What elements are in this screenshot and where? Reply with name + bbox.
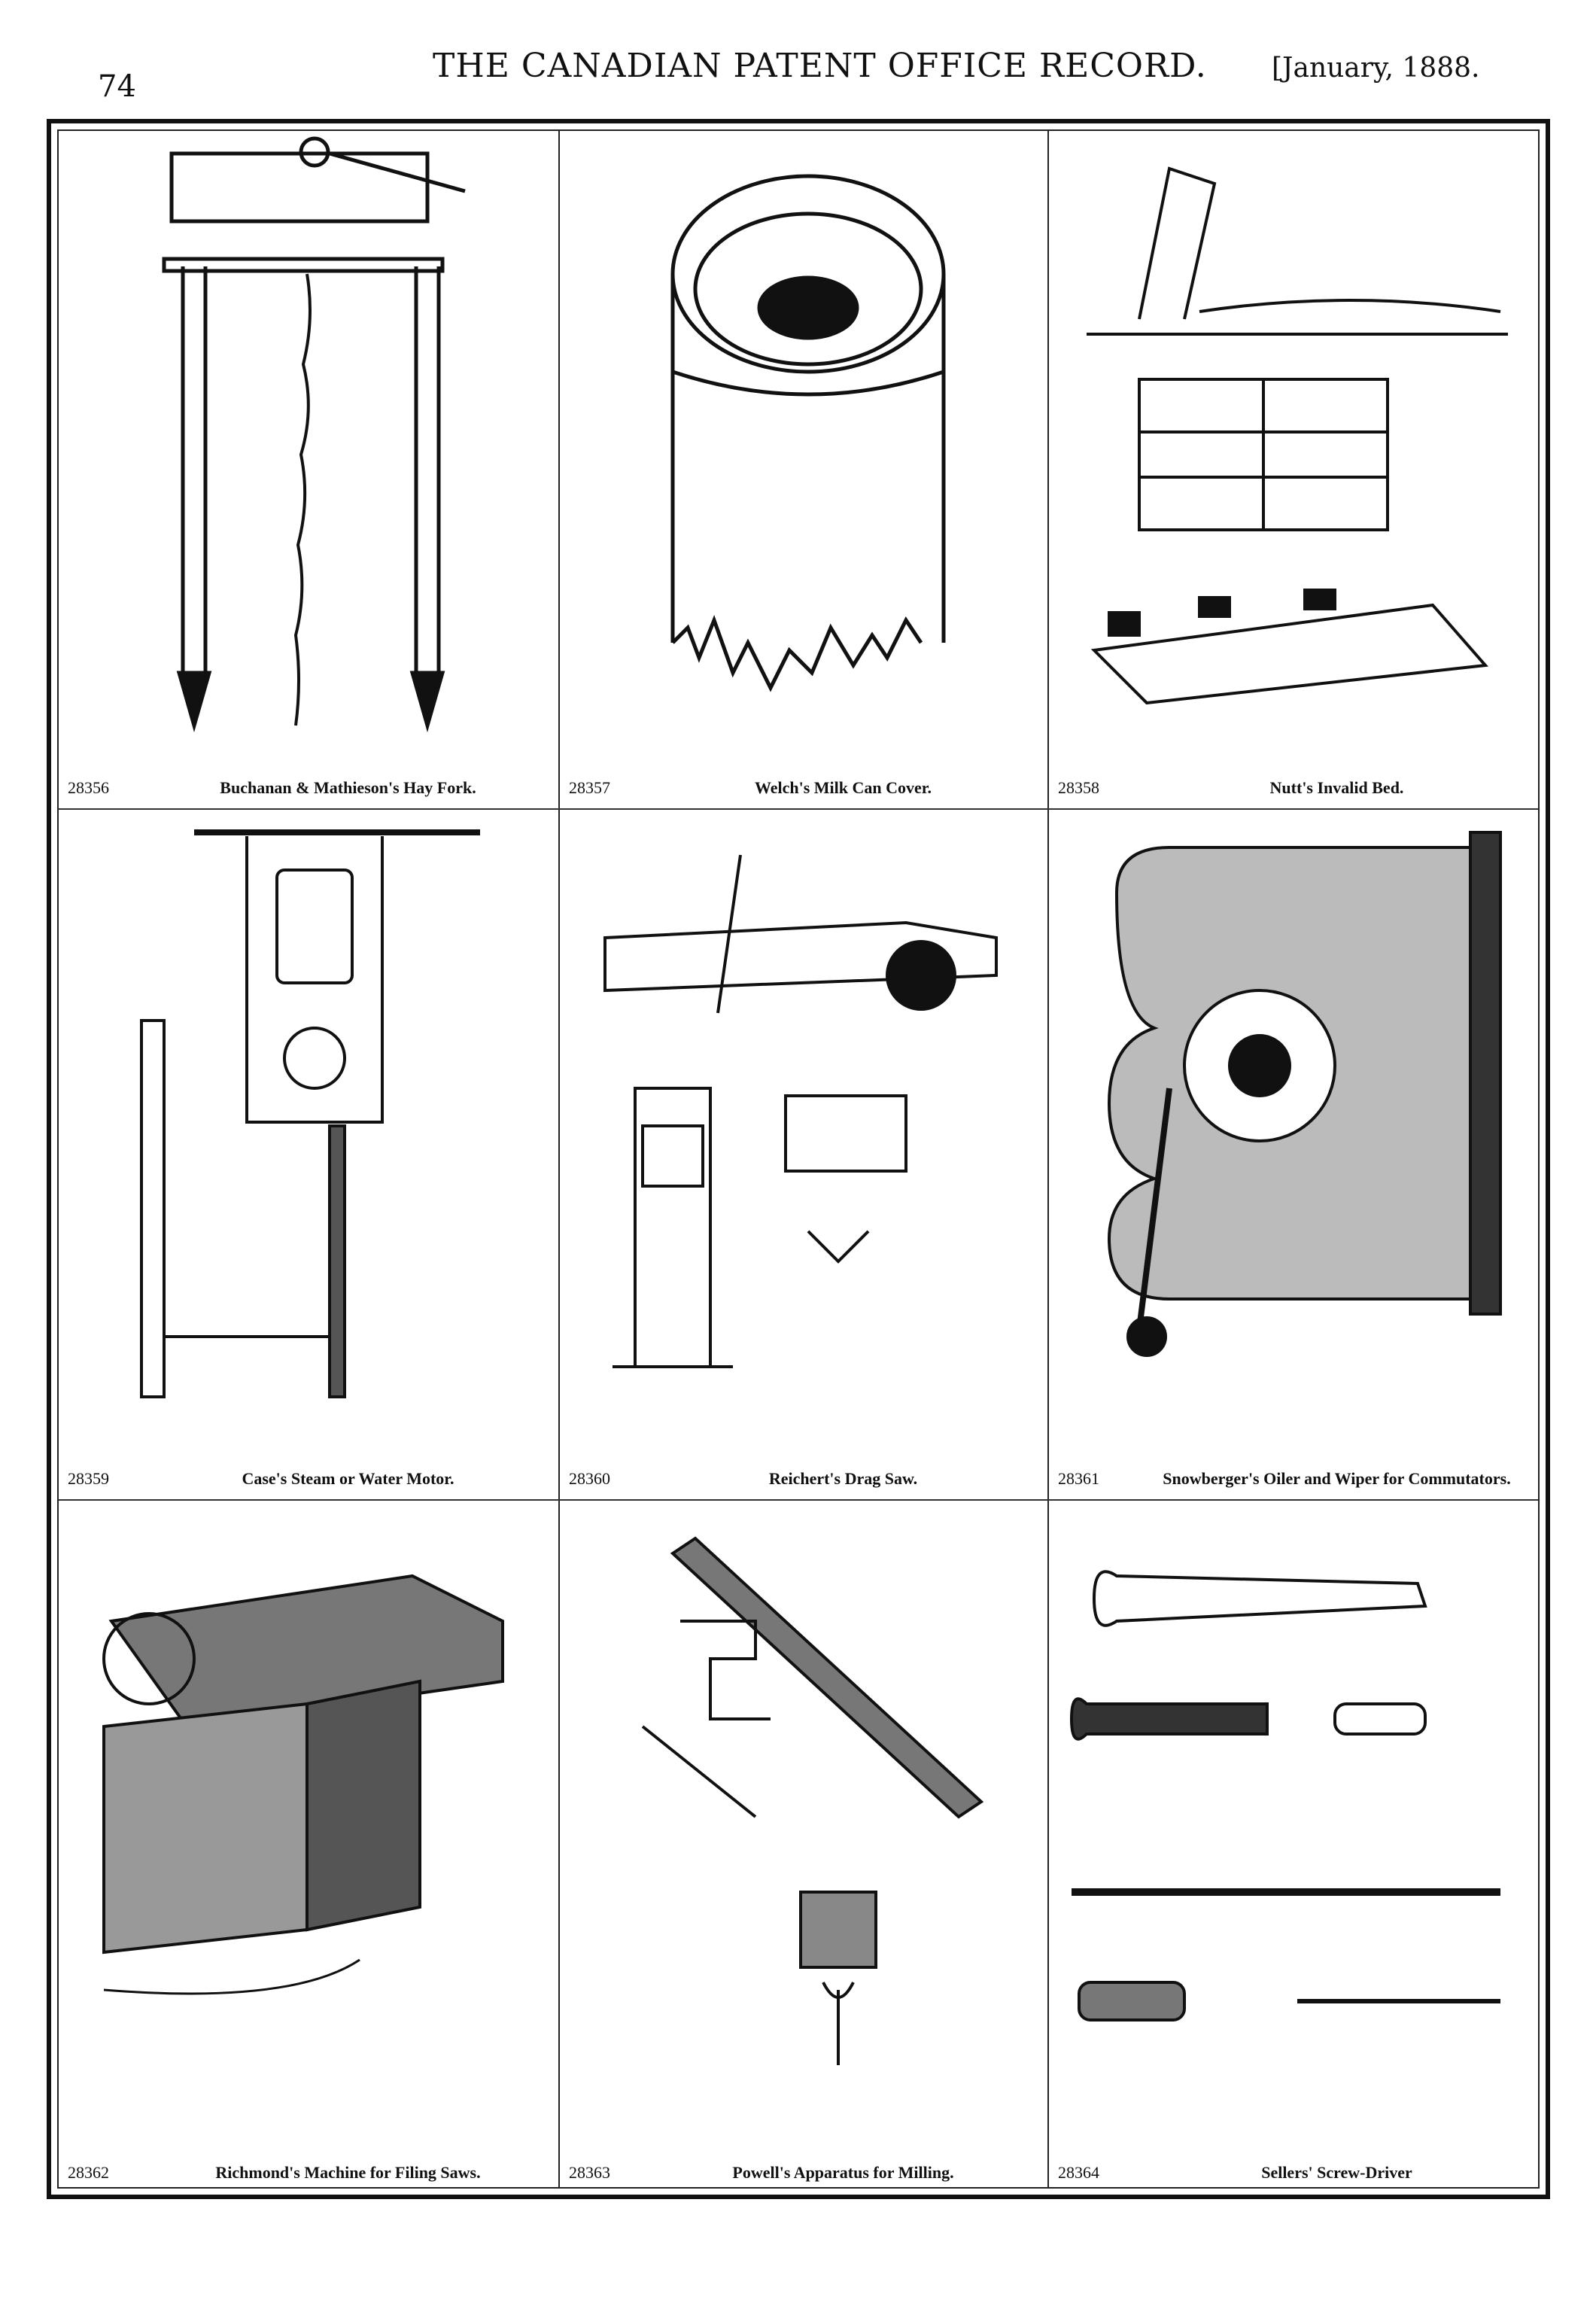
patent-cell-28360: 28360 Reichert's Drag Saw. xyxy=(560,810,1047,1499)
patent-caption: 28360 Reichert's Drag Saw. xyxy=(569,1469,1038,1489)
row-divider xyxy=(59,1499,1538,1501)
patent-number: 28362 xyxy=(68,2163,109,2182)
row-divider xyxy=(59,808,1538,810)
patent-caption: 28358 Nutt's Invalid Bed. xyxy=(1058,778,1537,798)
milling-apparatus-drawing xyxy=(641,1536,984,2065)
column-divider xyxy=(1047,131,1049,2187)
milk-can-cover-drawing xyxy=(670,174,946,692)
patent-number: 28356 xyxy=(68,778,109,797)
patent-number: 28359 xyxy=(68,1469,109,1488)
patent-title: Welch's Milk Can Cover. xyxy=(754,778,932,797)
saw-filing-machine-drawing xyxy=(102,1574,504,1995)
patent-cell-28362: 28362 Richmond's Machine for Filing Saws… xyxy=(59,1501,558,2193)
oiler-wiper-drawing xyxy=(1107,831,1502,1357)
patent-caption: 28359 Case's Steam or Water Motor. xyxy=(68,1469,549,1489)
patent-title: Case's Steam or Water Motor. xyxy=(242,1469,454,1488)
patent-title: Snowberger's Oiler and Wiper for Commuta… xyxy=(1163,1469,1511,1488)
patent-caption: 28357 Welch's Milk Can Cover. xyxy=(569,778,1038,798)
patent-title: Sellers' Screw-Driver xyxy=(1261,2163,1412,2182)
page-number: 74 xyxy=(98,69,136,104)
patent-plate-frame: 28356 Buchanan & Mathieson's Hay Fork. 2… xyxy=(47,119,1550,2199)
patent-title: Nutt's Invalid Bed. xyxy=(1269,778,1404,797)
patent-number: 28361 xyxy=(1058,1469,1099,1488)
screw-driver-drawing xyxy=(1069,1570,1500,2022)
patent-cell-28359: 28359 Case's Steam or Water Motor. xyxy=(59,810,558,1499)
patent-caption: 28363 Powell's Apparatus for Milling. xyxy=(569,2163,1038,2183)
patent-cell-28361: 28361 Snowberger's Oiler and Wiper for C… xyxy=(1049,810,1546,1499)
hay-fork-drawing xyxy=(162,136,466,733)
patent-grid: 28356 Buchanan & Mathieson's Hay Fork. 2… xyxy=(57,129,1540,2189)
issue-date: [January, 1888. xyxy=(1272,53,1480,84)
page-title: THE CANADIAN PATENT OFFICE RECORD. xyxy=(433,47,1207,85)
patent-number: 28357 xyxy=(569,778,610,797)
patent-title: Richmond's Machine for Filing Saws. xyxy=(215,2163,481,2182)
invalid-bed-drawing xyxy=(1087,166,1508,705)
patent-number: 28360 xyxy=(569,1469,610,1488)
patent-caption: 28364 Sellers' Screw-Driver xyxy=(1058,2163,1537,2183)
patent-number: 28358 xyxy=(1058,778,1099,797)
patent-caption: 28361 Snowberger's Oiler and Wiper for C… xyxy=(1058,1469,1537,1489)
patent-title: Buchanan & Mathieson's Hay Fork. xyxy=(220,778,476,797)
patent-caption: 28356 Buchanan & Mathieson's Hay Fork. xyxy=(68,778,549,798)
patent-cell-28363: 28363 Powell's Apparatus for Milling. xyxy=(560,1501,1047,2193)
drag-saw-drawing xyxy=(603,854,998,1368)
steam-motor-drawing xyxy=(140,829,480,1398)
patent-title: Powell's Apparatus for Milling. xyxy=(732,2163,954,2182)
patent-cell-28358: 28358 Nutt's Invalid Bed. xyxy=(1049,131,1546,808)
patent-number: 28364 xyxy=(1058,2163,1099,2182)
patent-caption: 28362 Richmond's Machine for Filing Saws… xyxy=(68,2163,549,2183)
patent-cell-28364: 28364 Sellers' Screw-Driver xyxy=(1049,1501,1546,2193)
patent-cell-28356: 28356 Buchanan & Mathieson's Hay Fork. xyxy=(59,131,558,808)
patent-title: Reichert's Drag Saw. xyxy=(768,1469,918,1488)
column-divider xyxy=(558,131,560,2187)
patent-cell-28357: 28357 Welch's Milk Can Cover. xyxy=(560,131,1047,808)
patent-number: 28363 xyxy=(569,2163,610,2182)
